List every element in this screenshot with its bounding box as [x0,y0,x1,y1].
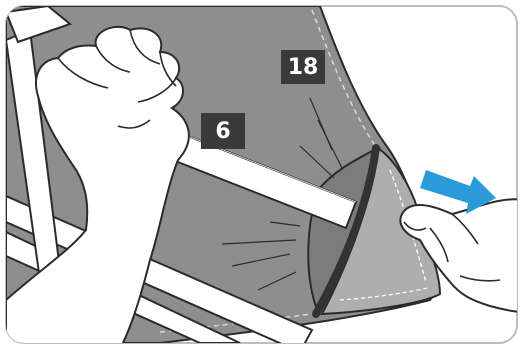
part-callout-6: 6 [201,113,245,149]
part-callout-18: 18 [281,50,325,84]
